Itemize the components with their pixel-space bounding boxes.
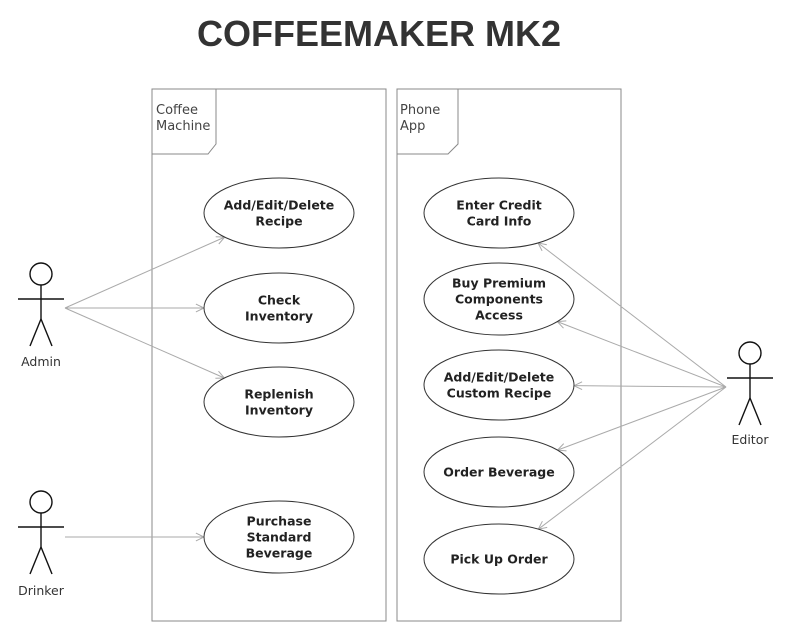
use-case-ellipse [203, 272, 355, 344]
actor-left-leg [29, 546, 42, 575]
use-case-label-line: Inventory [245, 403, 313, 418]
actor-head-icon [738, 341, 762, 365]
system-label: Phone App [400, 103, 444, 134]
use-case-label-line: Inventory [245, 309, 313, 324]
actor-left-leg [29, 318, 42, 347]
association-line [537, 242, 727, 388]
use-case-label-line: Add/Edit/Delete [224, 198, 335, 213]
actor-drinker: Drinker [18, 490, 65, 598]
use-case-label-line: Components [455, 292, 543, 307]
association-line [64, 307, 225, 379]
use-case-order-beverage: Order Beverage [423, 436, 575, 508]
system-label: Coffee Machine [156, 103, 210, 134]
use-case-label-line: Check [258, 293, 301, 308]
use-case-label-line: Standard [247, 530, 312, 545]
association-line [557, 386, 727, 451]
use-case-label-line: Purchase [247, 514, 312, 529]
use-case-ellipse [203, 500, 355, 574]
actor-editor: Editor [727, 341, 773, 447]
use-case-label-line: Replenish [244, 387, 313, 402]
association-line [557, 321, 727, 388]
actor-head-icon [29, 490, 53, 514]
association-line [538, 386, 727, 530]
actor-label: Editor [732, 432, 770, 447]
use-case-label-line: Buy Premium [452, 276, 546, 291]
use-case-ellipse [423, 177, 575, 249]
use-case-ellipse [203, 177, 355, 249]
actor-left-leg [738, 397, 751, 426]
use-case-ellipse [423, 262, 575, 336]
use-case-ellipse [423, 349, 575, 421]
system-label-line: Phone [400, 103, 440, 118]
system-label-line: Machine [156, 119, 210, 134]
actor-admin: Admin [18, 262, 64, 369]
use-case-label-line: Recipe [255, 214, 302, 229]
use-case-label-line: Add/Edit/Delete [444, 370, 555, 385]
actor-head-icon [29, 262, 53, 286]
system-label-tab [152, 89, 217, 155]
use-case-label-line: Pick Up Order [450, 552, 548, 567]
use-case-label-line: Access [475, 308, 523, 323]
system-label-line: App [400, 119, 425, 134]
association-line [64, 236, 225, 309]
use-case-label-line: Order Beverage [443, 465, 554, 480]
diagram-title: COFFEEMAKER MK2 [197, 13, 561, 54]
actor-label: Admin [21, 354, 61, 369]
use-case-label-line: Beverage [246, 546, 313, 561]
use-case-ellipse [203, 366, 355, 438]
use-case-ellipse [423, 436, 575, 508]
use-case-pick-up-order: Pick Up Order [423, 523, 575, 595]
use-case-label-line: Custom Recipe [447, 386, 552, 401]
system-label-tab [397, 89, 459, 155]
use-case-label: Pick Up Order [450, 552, 548, 567]
use-case-label-line: Enter Credit [456, 198, 541, 213]
association-line [573, 385, 727, 388]
actor-right-leg [749, 397, 762, 426]
system-label-line: Coffee [156, 103, 198, 118]
actor-right-leg [40, 546, 53, 575]
use-case-label: Order Beverage [443, 465, 554, 480]
use-case-label-line: Card Info [467, 214, 532, 229]
actor-right-leg [40, 318, 53, 347]
use-case-ellipse [423, 523, 575, 595]
actor-label: Drinker [18, 583, 65, 598]
